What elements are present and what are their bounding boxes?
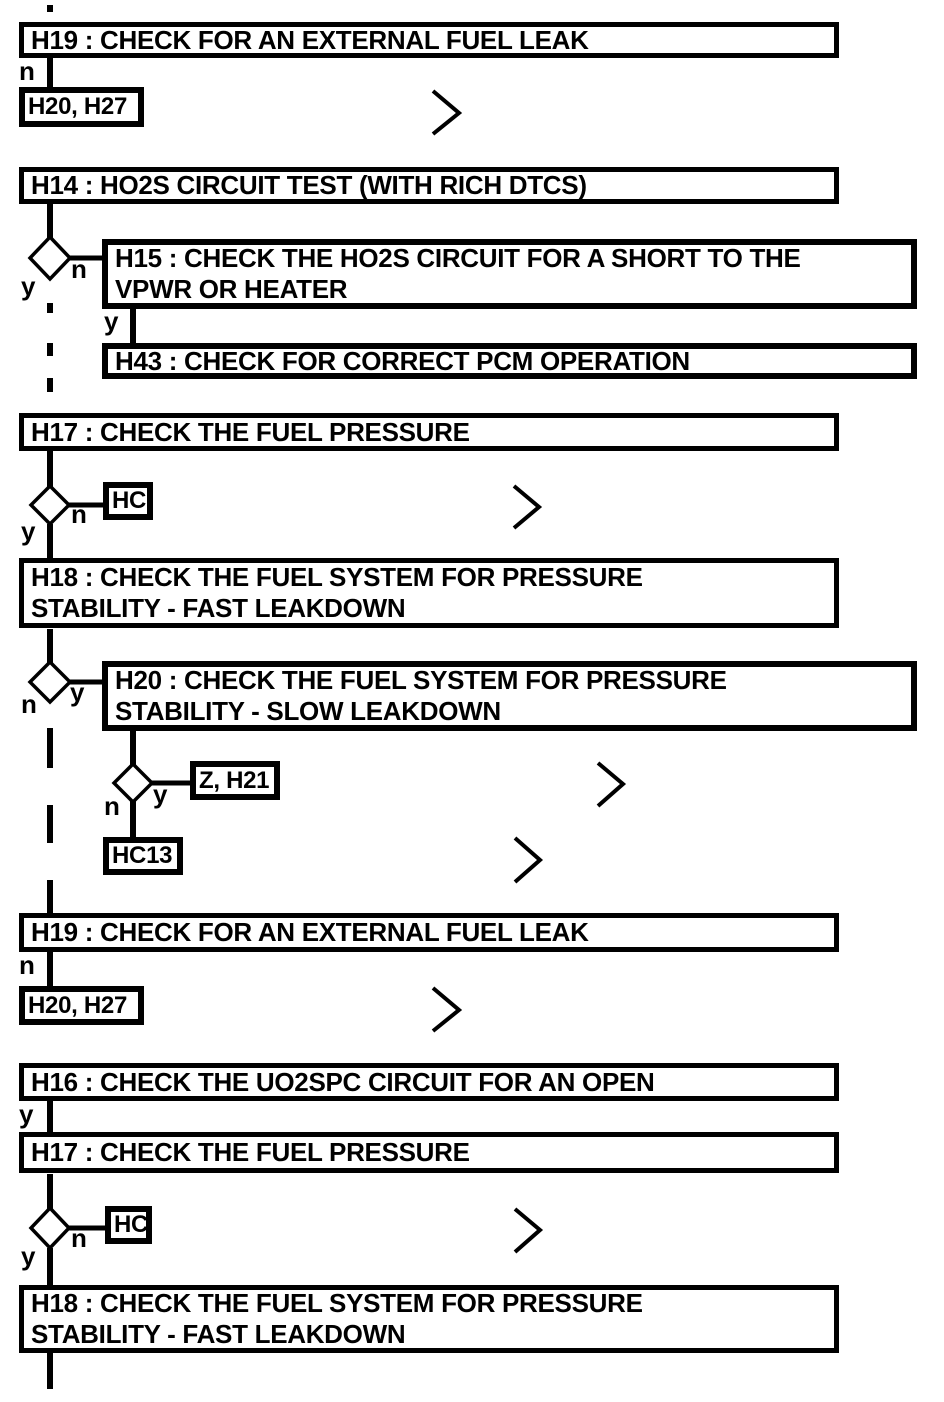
branch-label-no: n <box>71 499 87 529</box>
branch-label-no: n <box>19 56 35 86</box>
continue-chevron-icon-3 <box>596 761 627 808</box>
decision-diamond-3 <box>27 659 73 705</box>
continue-chevron-icon-4 <box>513 836 544 884</box>
branch-label-yes: y <box>21 1241 36 1271</box>
step-box-h17-1: H17 : CHECK THE FUEL PRESSURE <box>19 413 839 451</box>
branch-label-yes: y <box>70 677 85 707</box>
step-box-h18-1: H18 : CHECK THE FUEL SYSTEM FOR PRESSURE… <box>19 558 839 628</box>
continue-chevron-icon-6 <box>513 1207 544 1254</box>
branch-label-yes: y <box>21 271 36 301</box>
continue-chevron-icon-1 <box>431 89 463 136</box>
decision-diamond-5 <box>28 1205 72 1251</box>
goto-text: HC <box>112 487 147 514</box>
step-text: H20 : CHECK THE FUEL SYSTEM FOR PRESSURE <box>115 665 727 695</box>
step-text: H15 : CHECK THE HO2S CIRCUIT FOR A SHORT… <box>115 243 801 273</box>
goto-text: HC <box>114 1211 149 1238</box>
goto-text: H20, H27 <box>28 93 127 120</box>
decision-diamond-1 <box>27 234 73 282</box>
step-text: H18 : CHECK THE FUEL SYSTEM FOR PRESSURE <box>31 562 643 592</box>
branch-label-yes: y <box>19 1099 34 1129</box>
branch-label-no: n <box>71 1223 87 1253</box>
step-text: STABILITY - FAST LEAKDOWN <box>31 1319 406 1349</box>
step-text: STABILITY - SLOW LEAKDOWN <box>115 696 501 726</box>
step-text: H17 : CHECK THE FUEL PRESSURE <box>31 416 470 447</box>
branch-label-no: n <box>21 689 37 719</box>
goto-box-z-h21: Z, H21 <box>190 761 280 800</box>
step-text: VPWR OR HEATER <box>115 274 348 304</box>
branch-label-yes: y <box>21 516 36 546</box>
connector-lines <box>47 5 192 1389</box>
step-box-h17-2: H17 : CHECK THE FUEL PRESSURE <box>19 1132 839 1173</box>
goto-text: HC13 <box>112 842 173 869</box>
step-text: H19 : CHECK FOR AN EXTERNAL FUEL LEAK <box>31 917 589 947</box>
goto-box-h20-h27-2: H20, H27 <box>19 986 144 1025</box>
decision-diamond-4 <box>111 761 155 805</box>
branch-label-no: n <box>71 254 87 284</box>
step-box-h19-2: H19 : CHECK FOR AN EXTERNAL FUEL LEAK <box>19 913 839 952</box>
goto-box-hc-1: HC <box>103 482 153 520</box>
step-box-h20: H20 : CHECK THE FUEL SYSTEM FOR PRESSURE… <box>102 661 917 731</box>
goto-box-hc-2: HC <box>105 1206 152 1244</box>
continue-chevrons <box>431 89 627 1254</box>
step-text: H17 : CHECK THE FUEL PRESSURE <box>31 1137 470 1167</box>
goto-text: Z, H21 <box>199 766 270 794</box>
branch-label-yes: y <box>153 779 168 809</box>
step-text: H43 : CHECK FOR CORRECT PCM OPERATION <box>115 345 690 376</box>
step-text: H18 : CHECK THE FUEL SYSTEM FOR PRESSURE <box>31 1288 643 1318</box>
step-box-h19-1: H19 : CHECK FOR AN EXTERNAL FUEL LEAK <box>19 22 839 58</box>
branch-label-no: n <box>19 950 35 980</box>
step-text: H16 : CHECK THE UO2SPC CIRCUIT FOR AN OP… <box>31 1066 655 1097</box>
decision-diamond-2 <box>28 483 72 527</box>
continue-chevron-icon-2 <box>512 484 543 530</box>
goto-box-hc13: HC13 <box>103 837 183 875</box>
goto-text: H20, H27 <box>28 991 127 1019</box>
step-box-h16: H16 : CHECK THE UO2SPC CIRCUIT FOR AN OP… <box>19 1063 839 1101</box>
step-text: H19 : CHECK FOR AN EXTERNAL FUEL LEAK <box>31 24 589 55</box>
step-box-h14: H14 : HO2S CIRCUIT TEST (WITH RICH DTCS) <box>19 167 839 204</box>
decision-diamonds <box>27 234 155 1251</box>
continue-chevron-icon-5 <box>431 986 463 1033</box>
step-text: STABILITY - FAST LEAKDOWN <box>31 593 406 623</box>
step-box-h43: H43 : CHECK FOR CORRECT PCM OPERATION <box>102 343 917 379</box>
branch-label-yes: y <box>104 306 119 336</box>
step-box-h15: H15 : CHECK THE HO2S CIRCUIT FOR A SHORT… <box>102 239 917 309</box>
goto-box-h20-h27-1: H20, H27 <box>19 87 144 127</box>
step-box-h18-2: H18 : CHECK THE FUEL SYSTEM FOR PRESSURE… <box>19 1285 839 1353</box>
branch-label-no: n <box>104 791 120 821</box>
step-text: H14 : HO2S CIRCUIT TEST (WITH RICH DTCS) <box>31 170 587 200</box>
